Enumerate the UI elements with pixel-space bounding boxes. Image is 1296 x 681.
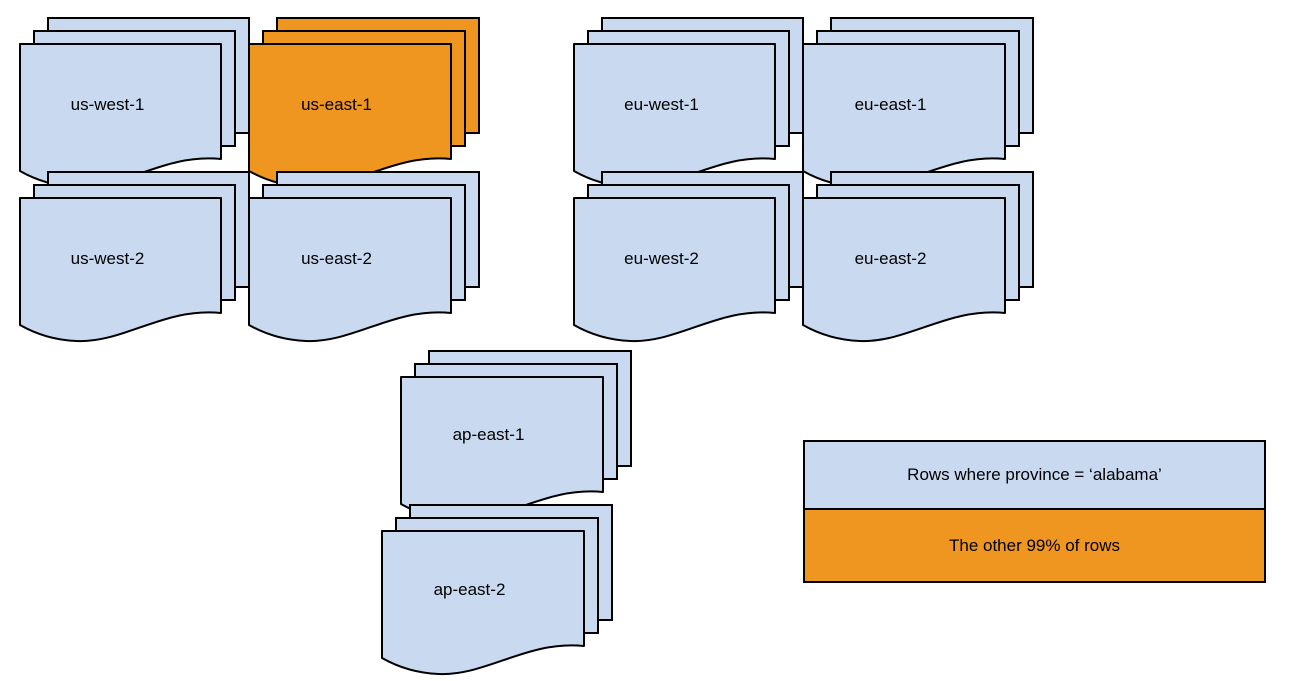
document-stack-us-east-1[interactable]: [248, 17, 480, 194]
document-stack-shape-eu-west-2: [573, 171, 804, 343]
document-stack-ap-east-1[interactable]: [400, 350, 632, 527]
document-stack-eu-east-1[interactable]: [802, 17, 1034, 194]
document-sheet-front: [400, 376, 604, 522]
legend: Rows where province = ‘alabama’ The othe…: [803, 440, 1266, 583]
document-stack-shape-us-east-2: [248, 171, 480, 343]
document-stack-us-west-2[interactable]: [19, 171, 250, 348]
legend-item-blue: Rows where province = ‘alabama’: [805, 442, 1264, 510]
document-stack-eu-east-2[interactable]: [802, 171, 1034, 348]
document-stack-ap-east-2[interactable]: [381, 504, 613, 681]
legend-item-orange: The other 99% of rows: [805, 510, 1264, 581]
document-sheet-front: [248, 43, 452, 189]
legend-item-blue-label: Rows where province = ‘alabama’: [907, 465, 1162, 484]
document-stack-us-east-2[interactable]: [248, 171, 480, 348]
document-stack-eu-west-1[interactable]: [573, 17, 804, 194]
document-stack-shape-eu-east-1: [802, 17, 1034, 189]
document-stack-shape-us-west-2: [19, 171, 250, 343]
document-stack-shape-us-east-1: [248, 17, 480, 189]
document-sheet-front: [573, 197, 776, 343]
document-stack-shape-ap-east-2: [381, 504, 613, 676]
document-sheet-front: [248, 197, 452, 343]
document-stack-us-west-1[interactable]: [19, 17, 250, 194]
document-stack-shape-eu-east-2: [802, 171, 1034, 343]
document-sheet-front: [573, 43, 776, 189]
document-sheet-front: [19, 197, 222, 343]
document-sheet-front: [381, 530, 585, 676]
document-sheet-front: [802, 197, 1006, 343]
document-stack-eu-west-2[interactable]: [573, 171, 804, 348]
document-sheet-front: [19, 43, 222, 189]
document-stack-shape-us-west-1: [19, 17, 250, 189]
document-sheet-front: [802, 43, 1006, 189]
document-stack-shape-ap-east-1: [400, 350, 632, 522]
legend-item-orange-label: The other 99% of rows: [948, 535, 1121, 555]
document-stack-shape-eu-west-1: [573, 17, 804, 189]
